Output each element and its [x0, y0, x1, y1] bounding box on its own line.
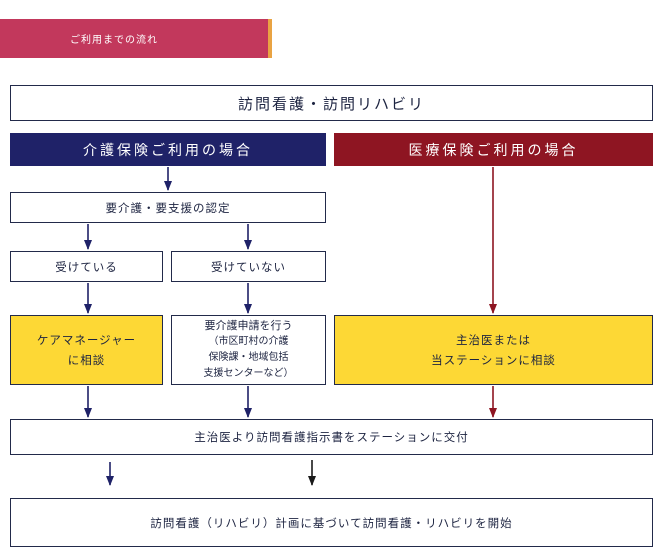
doctor-consult-line2: 当ステーションに相談	[431, 353, 556, 367]
medical-insurance-header: 医療保険ご利用の場合	[334, 133, 653, 166]
care-manager-line2: に相談	[67, 353, 106, 367]
medical-insurance-header-text: 医療保険ご利用の場合	[408, 142, 579, 159]
apply-line4: 支援センターなど）	[203, 368, 294, 379]
instruction-issue-text: 主治医より訪問看護指示書をステーションに交付	[194, 430, 469, 444]
section-badge: ご利用までの流れ	[0, 19, 268, 58]
apply-box: 要介護申請を行う （市区町村の介護 保険課・地域包括 支援センターなど）	[171, 315, 326, 385]
instruction-issue-box: 主治医より訪問看護指示書をステーションに交付	[10, 419, 653, 455]
not-received-box: 受けていない	[171, 251, 326, 282]
plan-start-text: 訪問看護（リハビリ）計画に基づいて訪問看護・リハビリを開始	[150, 515, 513, 530]
care-insurance-header: 介護保険ご利用の場合	[10, 133, 326, 166]
section-badge-edge	[268, 19, 272, 58]
flow-title-text: 訪問看護・訪問リハビリ	[237, 94, 425, 113]
care-insurance-header-text: 介護保険ご利用の場合	[83, 142, 253, 159]
doctor-consult-box: 主治医または 当ステーションに相談	[334, 315, 653, 385]
doctor-consult-line1: 主治医または	[456, 333, 531, 347]
plan-start-box: 訪問看護（リハビリ）計画に基づいて訪問看護・リハビリを開始	[10, 498, 653, 547]
flow-title: 訪問看護・訪問リハビリ	[10, 85, 653, 121]
apply-line1: 要介護申請を行う	[204, 319, 293, 332]
care-manager-box: ケアマネージャー に相談	[10, 315, 163, 385]
received-text: 受けている	[55, 259, 118, 274]
care-manager-line1: ケアマネージャー	[36, 333, 137, 347]
apply-line2: （市区町村の介護	[208, 336, 289, 347]
certification-text: 要介護・要支援の認定	[105, 200, 231, 215]
not-received-text: 受けていない	[211, 259, 286, 274]
section-badge-label: ご利用までの流れ	[70, 35, 158, 46]
apply-line3: 保険課・地域包括	[208, 352, 289, 363]
received-box: 受けている	[10, 251, 163, 282]
certification-box: 要介護・要支援の認定	[10, 192, 326, 223]
